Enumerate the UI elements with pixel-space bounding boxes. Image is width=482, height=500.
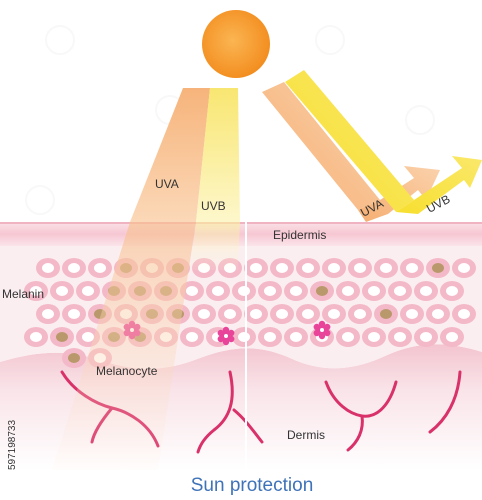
cell-nucleus	[56, 286, 68, 296]
cell-nucleus	[432, 309, 444, 319]
cell-nucleus	[446, 332, 458, 342]
cell-nucleus	[68, 309, 80, 319]
blood-vessel	[232, 408, 264, 444]
cell-nucleus	[420, 286, 432, 296]
blood-vessel	[346, 414, 364, 452]
cell-nucleus	[394, 332, 406, 342]
cell-nucleus	[186, 286, 198, 296]
cell-nucleus	[342, 332, 354, 342]
cell-nucleus	[264, 332, 276, 342]
cell-nucleus	[42, 263, 54, 273]
cell-nucleus	[94, 263, 106, 273]
skin-surface-line	[0, 222, 482, 224]
cell-nucleus	[328, 263, 340, 273]
cell-nucleus	[212, 286, 224, 296]
cell-nucleus	[406, 309, 418, 319]
cell-nucleus	[302, 309, 314, 319]
diagram-title: Sun protection	[191, 475, 314, 496]
melanin-granule	[380, 309, 392, 319]
melanin-granule	[68, 353, 80, 363]
cell-nucleus	[290, 286, 302, 296]
uva-left-label: UVA	[155, 177, 179, 191]
cell-nucleus	[198, 309, 210, 319]
dermis-label: Dermis	[287, 428, 325, 442]
cell-nucleus	[224, 309, 236, 319]
cell-nucleus	[30, 332, 42, 342]
cell-nucleus	[82, 286, 94, 296]
cell-nucleus	[302, 263, 314, 273]
cell-nucleus	[354, 263, 366, 273]
uvb-reflected-arrow	[285, 70, 482, 214]
uva-beam-lower	[52, 222, 196, 470]
melanocyte	[313, 320, 331, 340]
cell-nucleus	[238, 286, 250, 296]
cell-nucleus	[406, 263, 418, 273]
cell-nucleus	[368, 286, 380, 296]
cell-nucleus	[250, 263, 262, 273]
cell-nucleus	[354, 309, 366, 319]
uvb-beam-upper	[196, 88, 240, 222]
cell-nucleus	[458, 309, 470, 319]
uva-beam-upper	[130, 88, 210, 222]
cell-nucleus	[276, 309, 288, 319]
cell-nucleus	[380, 263, 392, 273]
melanocyte-label: Melanocyte	[96, 364, 158, 378]
cell-nucleus	[394, 286, 406, 296]
melanin-label: Melanin	[2, 287, 44, 301]
sun	[202, 10, 270, 78]
cell-nucleus	[328, 309, 340, 319]
blood-vessel	[428, 370, 462, 434]
cell-nucleus	[264, 286, 276, 296]
cell-nucleus	[42, 309, 54, 319]
cell-nucleus	[342, 286, 354, 296]
stock-id: 597198733	[7, 420, 18, 470]
cell-nucleus	[30, 286, 42, 296]
cell-nucleus	[250, 309, 262, 319]
cell-nucleus	[238, 332, 250, 342]
cell-nucleus	[368, 332, 380, 342]
cell-nucleus	[290, 332, 302, 342]
cell-nucleus	[68, 263, 80, 273]
melanocyte	[217, 326, 235, 346]
cell-nucleus	[186, 332, 198, 342]
blood-vessel	[196, 370, 234, 454]
uvb-left-label: UVB	[201, 199, 226, 213]
epidermis-band	[0, 222, 482, 246]
cell-nucleus	[82, 332, 94, 342]
melanin-granule	[432, 263, 444, 273]
uvb-beam-lower	[190, 222, 240, 270]
cell-nucleus	[458, 263, 470, 273]
cell-nucleus	[446, 286, 458, 296]
epidermis-label: Epidermis	[273, 228, 326, 242]
cell-nucleus	[276, 263, 288, 273]
cell-nucleus	[420, 332, 432, 342]
melanin-granule	[316, 286, 328, 296]
melanin-granule	[56, 332, 68, 342]
